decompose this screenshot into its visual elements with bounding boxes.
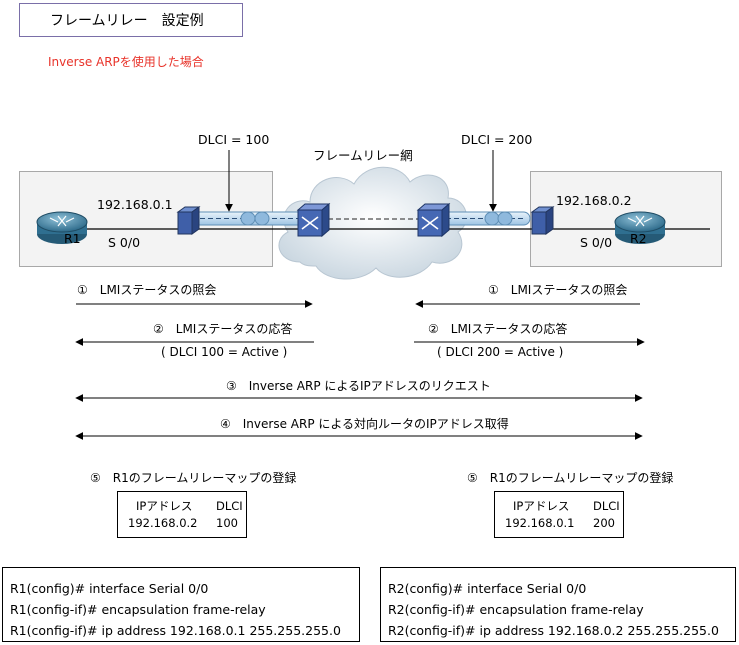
map-col-dlci: DLCI xyxy=(593,499,620,513)
dce-device-left xyxy=(176,206,201,235)
config-line: R1(config-if)# encapsulation frame-relay xyxy=(10,602,266,617)
config-line: R1(config-if)# ip address 192.168.0.1 25… xyxy=(10,623,341,638)
page-title: フレームリレー 設定例 xyxy=(50,13,204,29)
page-subtitle: Inverse ARPを使用した場合 xyxy=(48,55,204,69)
map-dlci-value: 100 xyxy=(216,516,238,530)
step1-right-label: ① LMIステータスの照会 xyxy=(488,283,628,297)
map-ip-value: 192.168.0.2 xyxy=(128,516,198,530)
map-col-dlci: DLCI xyxy=(216,499,243,513)
map-dlci-value: 200 xyxy=(593,516,615,530)
step2-left-sub: ( DLCI 100 = Active ) xyxy=(161,345,288,359)
frame-relay-network-label: フレームリレー網 xyxy=(313,148,413,163)
frame-relay-switch-left xyxy=(296,202,331,238)
router-r1-icon xyxy=(36,211,88,244)
pvc-tube-left xyxy=(192,211,316,226)
step4-label: ④ Inverse ARP による対向ルータのIPアドレス取得 xyxy=(220,417,509,431)
page-title-box: フレームリレー 設定例 xyxy=(19,3,243,37)
step2-right-sub: ( DLCI 200 = Active ) xyxy=(437,345,564,359)
pvc-tube-right xyxy=(439,211,531,226)
config-line: R2(config-if)# encapsulation frame-relay xyxy=(388,602,644,617)
r2-name-label: R2 xyxy=(630,231,647,246)
dlci-left-label: DLCI = 100 xyxy=(198,132,270,147)
dce-device-right xyxy=(530,206,555,235)
r1-name-label: R1 xyxy=(64,231,81,246)
config-line: R1(config)# interface Serial 0/0 xyxy=(10,581,209,596)
r2-ip-label: 192.168.0.2 xyxy=(556,193,632,208)
step3-label: ③ Inverse ARP によるIPアドレスのリクエスト xyxy=(226,379,491,393)
r2-map-table: IPアドレス DLCI 192.168.0.1 200 xyxy=(494,491,624,538)
frame-relay-cloud xyxy=(278,166,468,280)
r1-map-table: IPアドレス DLCI 192.168.0.2 100 xyxy=(117,491,247,538)
step1-left-label: ① LMIステータスの照会 xyxy=(77,283,217,297)
map-ip-value: 192.168.0.1 xyxy=(505,516,575,530)
dlci-right-label: DLCI = 200 xyxy=(461,132,533,147)
step5-left-label: ⑤ R1のフレームリレーマップの登録 xyxy=(90,471,297,485)
config-line: R2(config)# interface Serial 0/0 xyxy=(388,581,587,596)
step2-right-label: ② LMIステータスの応答 xyxy=(428,322,568,336)
r1-ip-label: 192.168.0.1 xyxy=(97,197,173,212)
r2-config-box: R2(config)# interface Serial 0/0 R2(conf… xyxy=(380,567,736,642)
frame-relay-switch-right xyxy=(416,202,451,238)
router-r2-icon xyxy=(614,211,666,244)
r1-interface-label: S 0/0 xyxy=(108,235,141,250)
step5-right-label: ⑤ R1のフレームリレーマップの登録 xyxy=(467,471,674,485)
r2-interface-label: S 0/0 xyxy=(580,235,613,250)
map-col-ip: IPアドレス xyxy=(136,499,193,513)
step2-left-label: ② LMIステータスの応答 xyxy=(153,322,293,336)
config-line: R2(config-if)# ip address 192.168.0.2 25… xyxy=(388,623,719,638)
map-col-ip: IPアドレス xyxy=(513,499,570,513)
r1-config-box: R1(config)# interface Serial 0/0 R1(conf… xyxy=(2,567,360,642)
